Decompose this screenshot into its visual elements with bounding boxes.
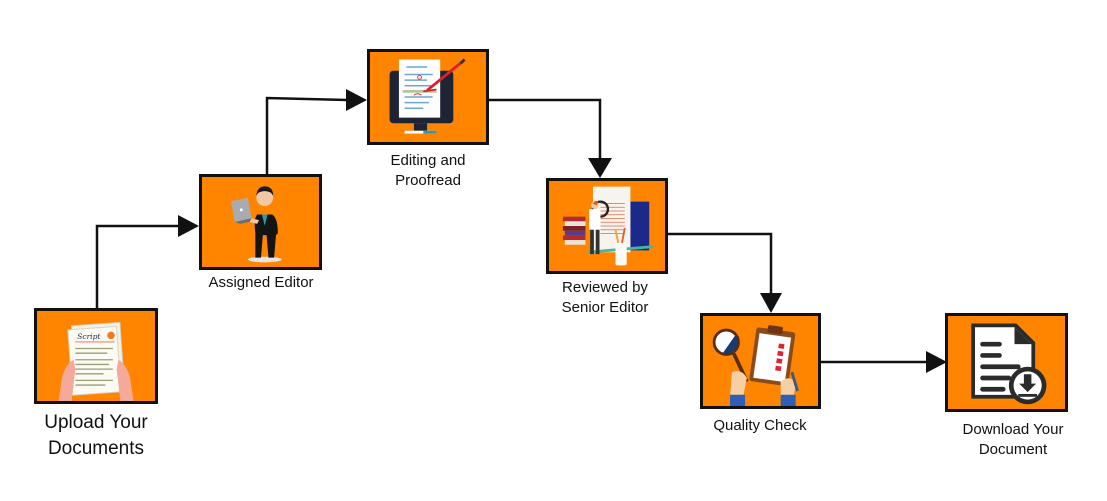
- label-line: Proofread: [395, 172, 461, 190]
- step-review-label: Reviewed by Senior Editor: [530, 278, 680, 319]
- label-line: Upload Your: [44, 412, 148, 433]
- document-download-icon: [971, 323, 1047, 405]
- step-quality-label: Quality Check: [680, 416, 840, 436]
- arrow-assigned-to-editing: [265, 89, 367, 174]
- label-line: Download Your: [962, 421, 1064, 438]
- step-editing-label: Editing and Proofread: [350, 151, 506, 192]
- label-line: Documents: [47, 437, 145, 459]
- reviewer-magnifier-books-icon: [562, 186, 654, 266]
- step-upload-label: Upload Your Documents: [18, 410, 174, 461]
- step-editing-box: [367, 49, 489, 145]
- arrowhead-icon: [926, 351, 947, 373]
- step-assigned-label: Assigned Editor: [180, 273, 342, 293]
- step-upload-box: Script: [34, 308, 158, 404]
- arrowhead-icon: [346, 89, 367, 111]
- label-line: Assigned Editor: [208, 274, 314, 291]
- script-title-text: Script: [77, 332, 101, 341]
- step-assigned-box: [199, 174, 322, 270]
- arrowhead-icon: [178, 215, 199, 237]
- arrowhead-icon: [760, 293, 782, 313]
- arrow-editing-to-review: [489, 98, 612, 178]
- monitor-document-pen-icon: [389, 58, 466, 134]
- label-line: Editing and: [390, 152, 466, 169]
- label-line: Quality Check: [713, 417, 807, 434]
- step-download-label: Download Your Document: [928, 420, 1098, 461]
- arrow-review-to-quality: [668, 232, 782, 313]
- step-download-box: [945, 313, 1068, 412]
- clipboard-checklist-magnifier-icon: [712, 325, 799, 406]
- arrowhead-icon: [588, 158, 612, 178]
- step-quality-box: [700, 313, 821, 409]
- hands-holding-script-icon: Script: [58, 321, 134, 401]
- label-line: Reviewed by: [562, 279, 648, 296]
- arrow-upload-to-assigned: [95, 215, 199, 308]
- arrow-quality-to-download: [821, 351, 947, 373]
- step-review-box: [546, 178, 668, 274]
- businessman-with-laptop-icon: [230, 186, 282, 263]
- label-line: Document: [978, 441, 1048, 459]
- label-line: Senior Editor: [561, 299, 649, 317]
